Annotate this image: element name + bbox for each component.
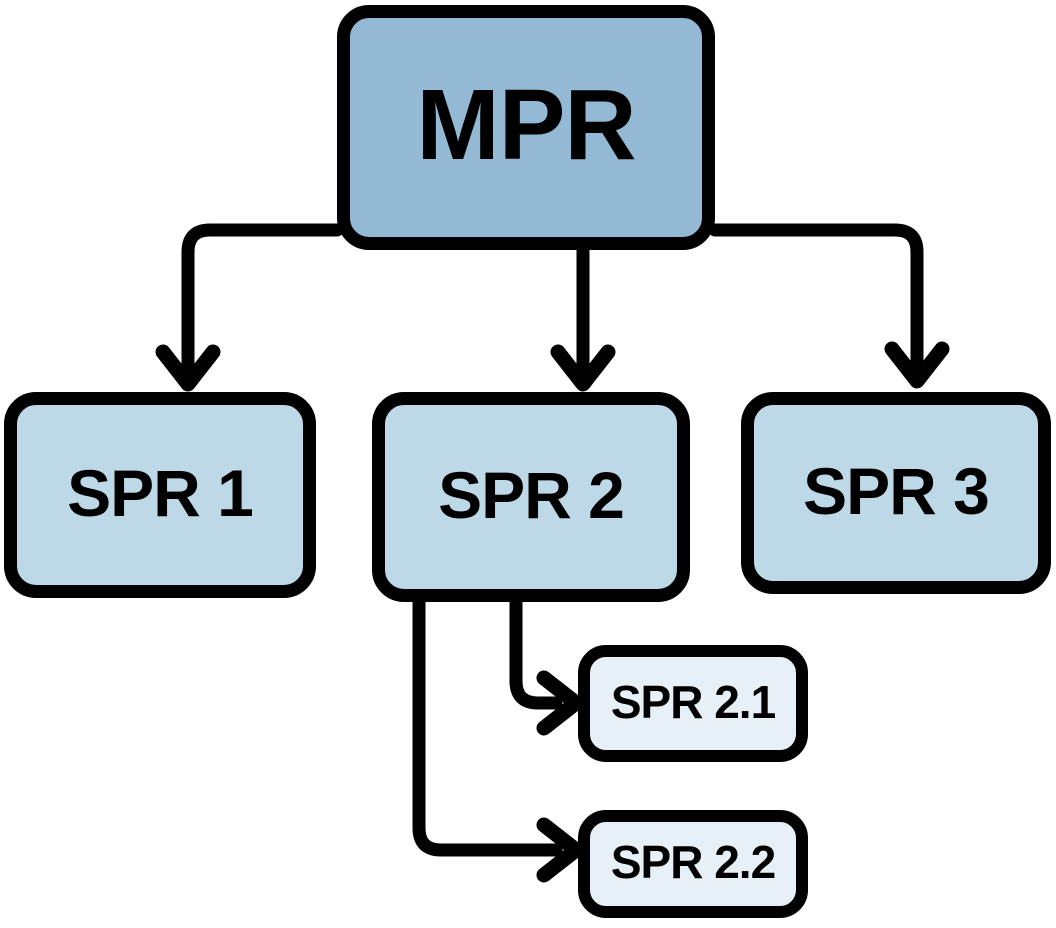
node-spr3-label: SPR 3 [803,454,990,528]
node-spr22: SPR 2.2 [578,810,808,918]
arrowhead-down-icon [155,344,221,392]
connector-line [708,223,924,382]
arrowhead-right-icon [536,670,584,736]
node-spr1: SPR 1 [4,392,316,598]
node-spr2: SPR 2 [372,392,690,602]
edge-mpr-to-spr1 [155,223,344,392]
node-spr22-label: SPR 2.2 [610,836,776,888]
arrowhead-down-icon [550,344,616,392]
node-spr1-label: SPR 1 [67,456,254,530]
node-spr3: SPR 3 [741,392,1051,594]
edge-spr2-to-spr22 [412,591,584,883]
arrowhead-down-icon [884,341,950,389]
connector-line [181,223,344,385]
node-spr21-label: SPR 2.1 [610,675,776,728]
connector-line [412,591,563,857]
node-mpr: MPR [337,5,715,250]
edge-mpr-to-spr2 [550,243,616,392]
arrowhead-right-icon [536,817,584,883]
node-spr21: SPR 2.1 [578,645,808,762]
connector-line [509,591,563,710]
node-mpr-label: MPR [416,69,636,181]
edge-spr2-to-spr21 [509,591,584,736]
edge-mpr-to-spr3 [708,223,950,389]
node-spr2-label: SPR 2 [438,458,625,532]
